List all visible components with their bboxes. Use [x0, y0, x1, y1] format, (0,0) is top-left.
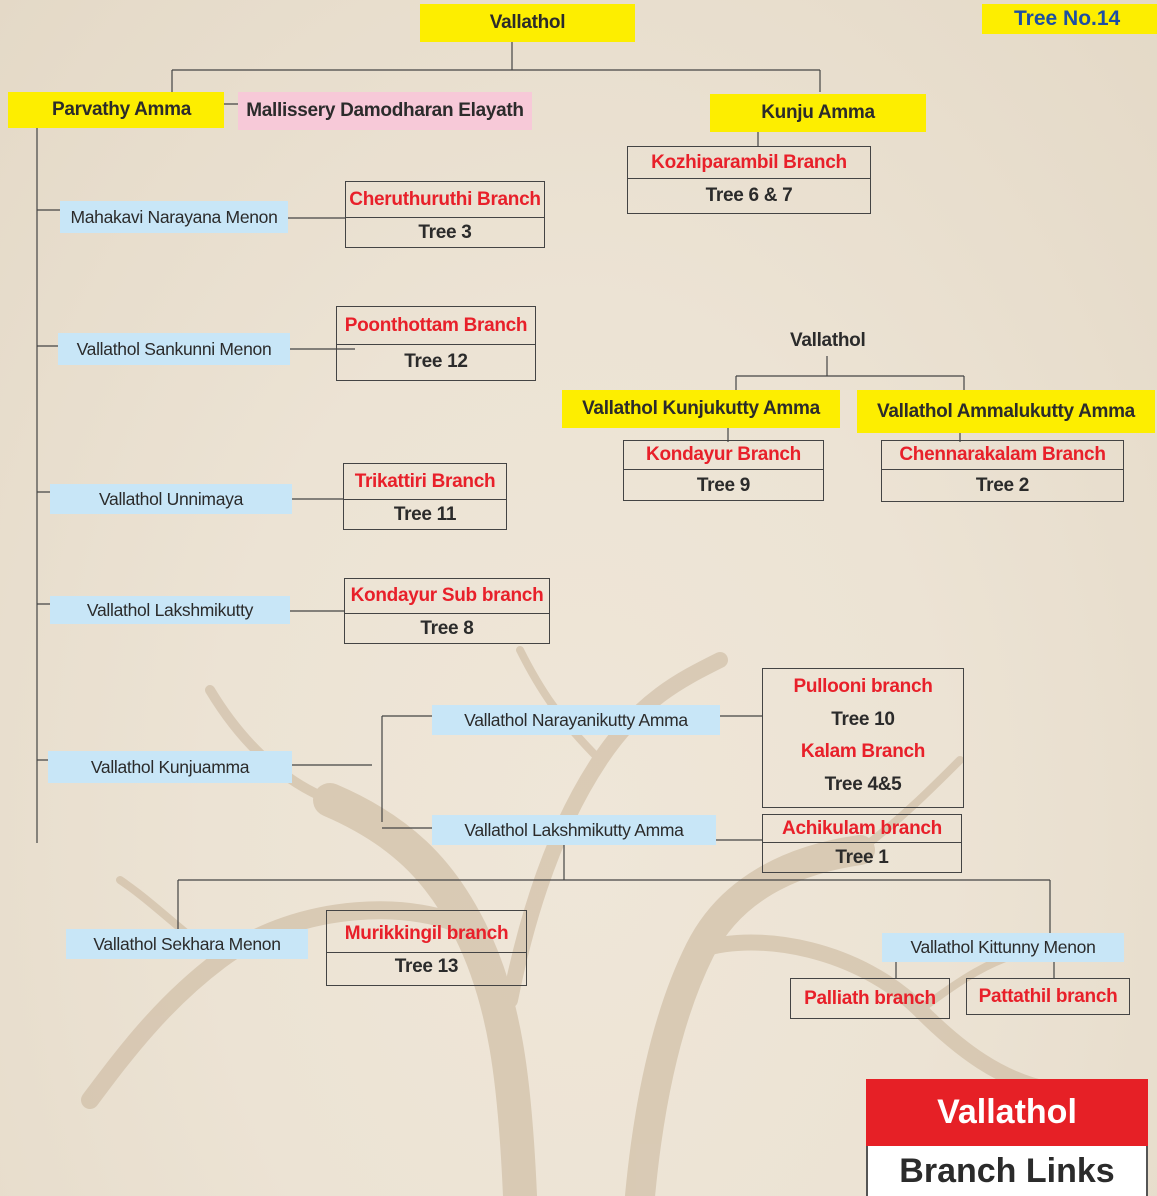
tree-ref: Tree 11	[344, 499, 506, 530]
branch-name: Achikulam branch	[782, 817, 942, 839]
branch-box-poonthottam: Poonthottam Branch Tree 12	[336, 306, 536, 381]
node-mallissery-damodharan-elayath: Mallissery Damodharan Elayath	[238, 92, 532, 130]
branch-links-badge: Vallathol Branch Links	[866, 1079, 1148, 1196]
branch-name: Chennarakalam Branch	[899, 444, 1106, 465]
branch-box-kondayur: Kondayur Branch Tree 9	[623, 440, 824, 501]
tree-number-text: Tree No.14	[1014, 7, 1121, 30]
node-vallathol-kunjukutty-amma: Vallathol Kunjukutty Amma	[562, 390, 840, 428]
node-vallathol-unnimaya: Vallathol Unnimaya	[50, 484, 292, 514]
tree-ref-4-5: Tree 4&5	[824, 774, 902, 795]
node-parvathy-amma: Parvathy Amma	[8, 92, 224, 128]
branch-box-chennarakalam: Chennarakalam Branch Tree 2	[881, 440, 1124, 502]
tree-ref: Tree 6 & 7	[628, 178, 870, 212]
tree-number-badge: Tree No.14	[982, 4, 1157, 34]
branch-name: Poonthottam Branch	[344, 314, 528, 336]
badge-subtitle: Branch Links	[866, 1146, 1148, 1196]
node-vallathol-ammalukutty-amma: Vallathol Ammalukutty Amma	[857, 390, 1155, 433]
branch-name: Murikkingil branch	[344, 922, 509, 944]
tree-ref: Tree 2	[882, 469, 1123, 502]
tree-ref: Tree 12	[337, 344, 535, 379]
node-vallathol-kittunny-menon: Vallathol Kittunny Menon	[882, 933, 1124, 962]
tree-ref: Tree 1	[763, 842, 961, 873]
branch-name: Kondayur Branch	[646, 444, 801, 465]
branch-name: Kozhiparambil Branch	[651, 151, 847, 173]
node-vallathol-lakshmikutty-amma: Vallathol Lakshmikutty Amma	[432, 815, 716, 845]
node-vallathol-lakshmikutty: Vallathol Lakshmikutty	[50, 596, 290, 624]
branch-name: Trikattiri Branch	[354, 470, 496, 492]
branch-name-kalam: Kalam Branch	[800, 741, 926, 762]
node-kunju-amma: Kunju Amma	[710, 94, 926, 132]
branch-box-kozhiparambil: Kozhiparambil Branch Tree 6 & 7	[627, 146, 871, 214]
node-vallathol-sankunni-menon: Vallathol Sankunni Menon	[58, 333, 290, 365]
tree-ref: Tree 8	[345, 613, 549, 644]
tree-ref: Tree 9	[624, 469, 823, 501]
branch-box-pullooni-kalam: Pullooni branch Tree 10 Kalam Branch Tre…	[762, 668, 964, 808]
right-root-vallathol: Vallathol	[790, 330, 866, 351]
tree-ref: Tree 3	[346, 217, 544, 248]
branch-box-palliath: Palliath branch	[790, 978, 950, 1019]
branch-box-achikulam: Achikulam branch Tree 1	[762, 814, 962, 873]
node-vallathol-narayanikutty-amma: Vallathol Narayanikutty Amma	[432, 705, 720, 735]
node-vallathol-kunjuamma: Vallathol Kunjuamma	[48, 751, 292, 783]
branch-box-kondayur-sub: Kondayur Sub branch Tree 8	[344, 578, 550, 644]
branch-box-pattathil: Pattathil branch	[966, 978, 1130, 1015]
tree-ref: Tree 13	[327, 952, 526, 985]
branch-name: Palliath branch	[804, 987, 936, 1009]
branch-name: Cheruthuruthi Branch	[349, 188, 541, 210]
branch-box-trikattiri: Trikattiri Branch Tree 11	[343, 463, 507, 530]
node-vallathol-sekhara-menon: Vallathol Sekhara Menon	[66, 929, 308, 959]
root-node-vallathol: Vallathol	[420, 4, 635, 42]
branch-name: Pattathil branch	[978, 985, 1118, 1007]
branch-box-murikkingil: Murikkingil branch Tree 13	[326, 910, 527, 986]
tree-ref-10: Tree 10	[831, 709, 895, 730]
node-mahakavi-narayana-menon: Mahakavi Narayana Menon	[60, 201, 288, 233]
branch-name: Kondayur Sub branch	[350, 585, 544, 606]
badge-title: Vallathol	[866, 1079, 1148, 1146]
branch-box-cheruthuruthi: Cheruthuruthi Branch Tree 3	[345, 181, 545, 248]
branch-name-pullooni: Pullooni branch	[793, 676, 933, 697]
